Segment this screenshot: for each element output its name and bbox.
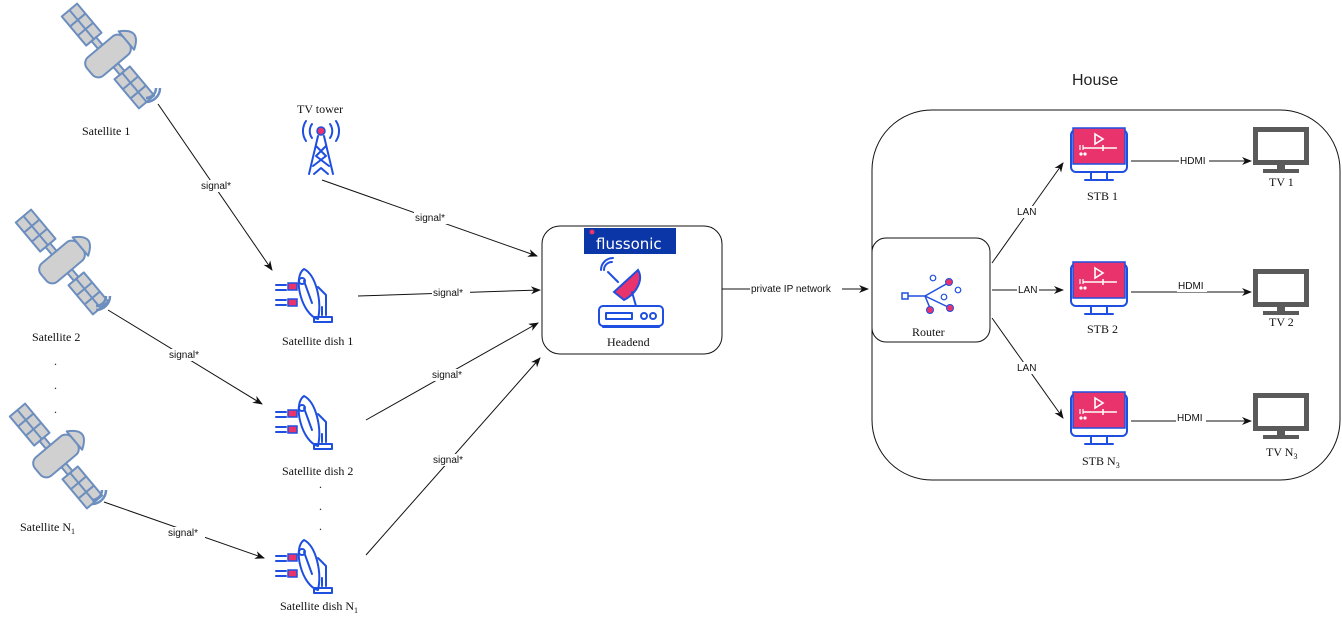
headend[interactable]: flussonic Headend [541, 225, 723, 355]
tv-icon [1253, 393, 1309, 439]
stb-n3-label: STB N3 [1082, 454, 1120, 470]
tv-2-label: TV 2 [1269, 315, 1294, 329]
router[interactable]: Router [871, 237, 991, 343]
stb-2[interactable]: STB 2 [1070, 261, 1128, 336]
tv-2[interactable]: TV 2 [1253, 269, 1309, 329]
satellite-dish-icon [275, 539, 333, 594]
flussonic-logo: flussonic [584, 228, 676, 254]
tv-tower-icon [301, 120, 341, 175]
ellipsis-dot: . [319, 519, 322, 533]
satellite-dish-1[interactable]: Satellite dish 1 [275, 268, 353, 348]
edge-label-hdmi-3: HDMI [1177, 413, 1203, 424]
label-text: Satellite N [20, 520, 71, 534]
signal-waves-icon [95, 295, 112, 312]
stb-2-label: STB 2 [1087, 322, 1118, 336]
tv-tower-label: TV tower [297, 102, 343, 116]
satellite-n1-label: Satellite N1 [20, 520, 75, 536]
tv-1[interactable]: TV 1 [1253, 127, 1309, 189]
label-subscript: 1 [354, 606, 358, 615]
edge-label-dishn: signal* [433, 455, 463, 466]
stb-n3[interactable]: STB N3 [1070, 391, 1128, 470]
edge-label-lan-3: LAN [1017, 363, 1036, 374]
label-text: Satellite dish N [280, 599, 354, 613]
label-subscript: 1 [71, 527, 75, 536]
signal-waves-icon [91, 489, 108, 506]
edge-labels: signal* signal* signal* signal* signal* … [167, 155, 1209, 539]
ellipsis-dot: . [54, 378, 57, 392]
satellite-dish-icon [275, 268, 333, 323]
router-icon [901, 274, 962, 314]
set-top-box-icon [1070, 261, 1128, 315]
tv-n3-label: TV N3 [1266, 445, 1297, 461]
headend-icon [598, 257, 664, 328]
edge-label-lan-2: LAN [1018, 285, 1037, 296]
tv-1-label: TV 1 [1269, 175, 1294, 189]
ellipsis-dot: . [319, 499, 322, 513]
edge-label-hdmi-2: HDMI [1178, 281, 1204, 292]
satellite-dish-n1[interactable]: Satellite dish N1 [275, 539, 358, 615]
label-subscript: 3 [1293, 452, 1297, 461]
ellipsis-dot: . [319, 477, 322, 491]
satellite-dish-2[interactable]: Satellite dish 2 [275, 395, 353, 478]
ellipsis-dot: . [54, 402, 57, 416]
satellite-2[interactable]: Satellite 2 [4, 193, 128, 344]
house-title: House [1072, 72, 1118, 89]
set-top-box-icon [1070, 391, 1128, 445]
label-subscript: 3 [1116, 461, 1120, 470]
router-label: Router [912, 325, 945, 339]
satellite-dish-icon [275, 395, 333, 450]
edge-label-hdmi-1: HDMI [1180, 156, 1206, 167]
edge-label-lan-1: LAN [1017, 207, 1036, 218]
stb-1-label: STB 1 [1087, 189, 1118, 203]
stb-1[interactable]: STB 1 [1070, 127, 1128, 203]
edge-label-dish2: signal* [432, 370, 462, 381]
set-top-box-icon [1070, 127, 1128, 181]
satellite-n1[interactable]: Satellite N1 [0, 387, 122, 536]
edge-label-satn: signal* [168, 528, 198, 539]
label-text: TV N [1266, 445, 1294, 459]
signal-waves-icon [145, 87, 162, 104]
satellite-1[interactable]: Satellite 1 [50, 0, 174, 138]
satellite-dish-1-label: Satellite dish 1 [282, 334, 353, 348]
satellite-dish-n1-label: Satellite dish N1 [280, 599, 358, 615]
satellite-dish-2-label: Satellite dish 2 [282, 464, 353, 478]
edge-label-tower: signal* [415, 213, 445, 224]
satellite-2-label: Satellite 2 [32, 330, 80, 344]
tv-icon [1253, 269, 1309, 315]
headend-label: Headend [607, 335, 650, 349]
satellite-1-label: Satellite 1 [82, 124, 130, 138]
label-text: STB N [1082, 454, 1116, 468]
tv-icon [1253, 127, 1309, 173]
edge-label-dish1: signal* [433, 288, 463, 299]
flussonic-wordmark: flussonic [596, 235, 662, 253]
tv-tower[interactable]: TV tower [297, 102, 343, 175]
ellipsis-dot: . [54, 354, 57, 368]
edge-label-sat2: signal* [169, 350, 199, 361]
router-box [871, 237, 991, 343]
tv-n3[interactable]: TV N3 [1253, 393, 1309, 461]
edge-label-sat1: signal* [201, 181, 231, 192]
ellipsis-satellites: . . . [54, 354, 57, 416]
edge-label-ip-network: private IP network [751, 284, 832, 295]
ellipsis-dishes: . . . [319, 477, 322, 533]
